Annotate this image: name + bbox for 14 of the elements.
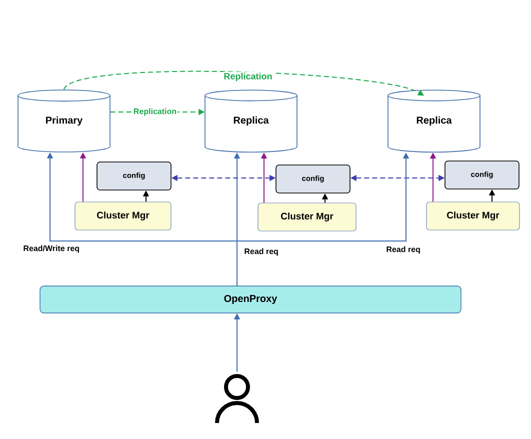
edge-label: Replication	[222, 72, 274, 82]
edge-label: Read req	[385, 245, 422, 255]
edge-label: Read/Write req	[22, 244, 81, 254]
cylinder: Replica	[388, 90, 480, 153]
edge-label: Replication	[132, 107, 178, 117]
cluster-manager-box: Cluster Mgr	[426, 202, 520, 230]
proxy-bar: OpenProxy	[40, 286, 462, 314]
arrow	[64, 70, 424, 96]
cluster-manager-box: Cluster Mgr	[258, 202, 356, 232]
cylinder: Replica	[204, 90, 298, 153]
cluster-manager-box: Cluster Mgr	[74, 202, 172, 230]
cylinder: Primary	[18, 90, 110, 152]
edge-label: Read req	[243, 247, 280, 257]
person-icon	[215, 374, 259, 424]
